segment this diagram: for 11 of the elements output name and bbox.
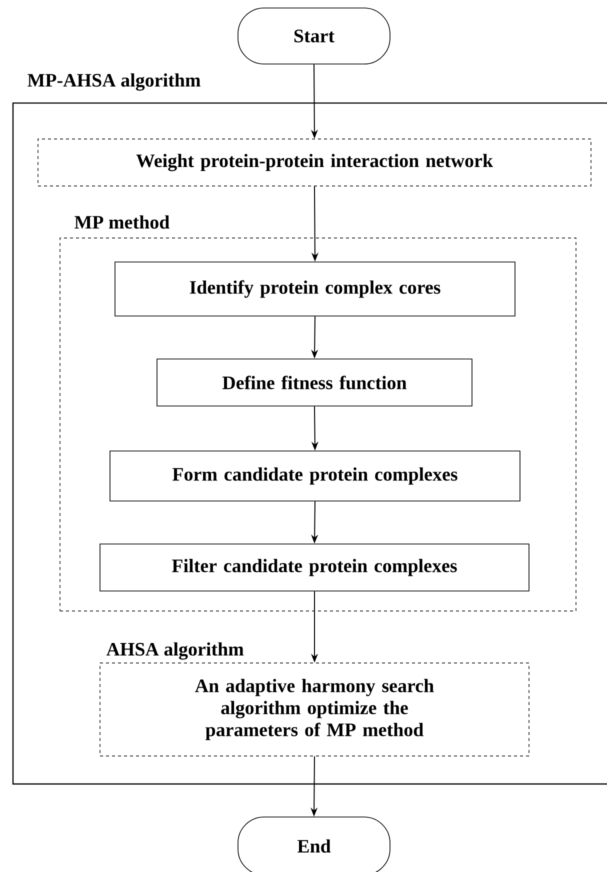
process-box: Form candidate protein complexes	[110, 450, 520, 502]
terminal-box: End	[238, 816, 390, 872]
process-box: An adaptive harmony search algorithm optimize the parameters of MP method	[100, 662, 530, 756]
process-box: Identify protein complex cores	[114, 262, 516, 316]
group-label: AHSA algorithm	[106, 642, 244, 660]
group-label: MP-AHSA algorithm	[28, 73, 200, 91]
process-box: Define fitness function	[156, 358, 472, 406]
group-label: MP method	[74, 215, 170, 229]
process-box: Weight protein-protein interaction network	[38, 138, 592, 186]
process-box: Filter candidate protein complexes	[100, 544, 530, 592]
terminal-box: Start	[238, 8, 390, 64]
